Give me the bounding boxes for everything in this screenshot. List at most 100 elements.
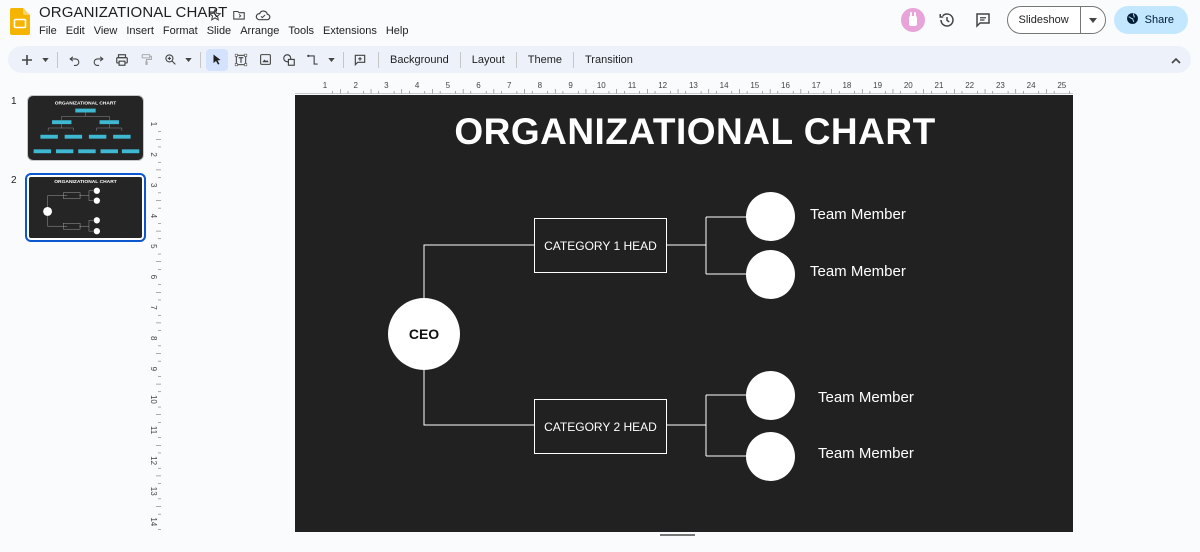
ruler-tick-label: 18	[842, 81, 851, 90]
ruler-tick-label: 11	[149, 426, 158, 435]
transition-button[interactable]: Transition	[585, 53, 633, 66]
menu-file[interactable]: File	[39, 25, 57, 37]
menu-slide[interactable]: Slide	[206, 25, 232, 37]
ruler-tick-label: 2	[353, 81, 358, 90]
zoom-dropdown-icon[interactable]	[183, 49, 193, 71]
toolbar: Background Layout Theme Transition	[8, 46, 1191, 73]
slide-thumbnail-2[interactable]: ORGANIZATIONAL CHART	[25, 173, 146, 242]
menu-insert[interactable]: Insert	[126, 25, 154, 37]
select-cursor-icon[interactable]	[206, 48, 228, 71]
team-member-2-label[interactable]: Team Member	[810, 263, 906, 280]
slideshow-label[interactable]: Slideshow	[1008, 7, 1081, 33]
zoom-icon[interactable]	[159, 49, 181, 71]
add-comment-icon[interactable]	[349, 49, 371, 71]
toolbar-divider	[200, 51, 201, 68]
slides-logo-icon[interactable]	[10, 8, 30, 35]
slide-canvas[interactable]: ORGANIZATIONAL CHART CEO CATEGORY 1 HEAD…	[295, 95, 1073, 532]
menu-view[interactable]: View	[93, 25, 118, 37]
toolbar-divider	[343, 51, 344, 68]
category-2-node[interactable]: CATEGORY 2 HEAD	[534, 399, 667, 454]
ruler-tick-label: 8	[149, 336, 158, 341]
category-1-label: CATEGORY 1 HEAD	[544, 238, 657, 253]
connector-cat2-members	[667, 394, 747, 457]
menu-edit[interactable]: Edit	[65, 25, 85, 37]
connector-cat1-members	[667, 216, 747, 275]
team-member-3-label[interactable]: Team Member	[818, 389, 914, 406]
line-dropdown-icon[interactable]	[326, 49, 336, 71]
toolbar-divider	[378, 51, 379, 68]
team-member-4-circle[interactable]	[746, 432, 795, 481]
move-folder-icon[interactable]	[230, 6, 248, 24]
ruler-tick-label: 4	[149, 214, 158, 219]
team-member-3-circle[interactable]	[746, 371, 795, 420]
toolbar-divider	[515, 51, 517, 68]
menu-arrange[interactable]: Arrange	[240, 25, 280, 37]
menu-bar: File Edit View Insert Format Slide Arran…	[39, 24, 417, 39]
paint-format-icon[interactable]	[135, 49, 157, 71]
ruler-tick-label: 16	[781, 81, 790, 90]
ruler-tick-label: 14	[149, 517, 158, 526]
ruler-tick-label: 7	[507, 81, 512, 90]
menu-tools[interactable]: Tools	[288, 25, 315, 37]
menu-help[interactable]: Help	[385, 25, 409, 37]
ruler-tick-label: 14	[720, 81, 729, 90]
cloud-saved-icon[interactable]	[254, 6, 272, 24]
menu-extensions[interactable]: Extensions	[323, 25, 377, 37]
ruler-tick-label: 1	[149, 122, 158, 127]
avatar[interactable]	[900, 8, 925, 32]
new-slide-plus-icon[interactable]	[16, 49, 38, 71]
connector-ceo-cat1	[423, 244, 534, 298]
comments-icon[interactable]	[971, 8, 995, 32]
ruler-tick-label: 24	[1027, 81, 1036, 90]
layout-button[interactable]: Layout	[471, 53, 505, 66]
version-history-icon[interactable]	[935, 8, 959, 32]
share-button[interactable]: Share	[1113, 6, 1188, 34]
ruler-tick-label: 6	[149, 275, 158, 280]
ruler-tick-label: 3	[149, 183, 158, 188]
ruler-tick-label: 25	[1057, 81, 1066, 90]
chevron-up-icon[interactable]	[1171, 51, 1181, 69]
ruler-tick-label: 23	[996, 81, 1005, 90]
toolbar-divider	[57, 51, 58, 68]
slide-thumbnail-1[interactable]: ORGANIZATIONAL CHART	[27, 95, 144, 161]
toolbar-divider	[573, 51, 574, 68]
ruler-tick-label: 12	[149, 456, 158, 465]
text-box-icon[interactable]	[230, 49, 252, 71]
ruler-tick-label: 9	[149, 367, 158, 372]
ruler-tick-label: 7	[149, 305, 158, 310]
ceo-label: CEO	[408, 326, 440, 342]
team-member-1-circle[interactable]	[746, 192, 795, 241]
print-icon[interactable]	[111, 49, 133, 71]
redo-icon[interactable]	[87, 49, 109, 71]
star-icon[interactable]	[206, 6, 224, 24]
ceo-node[interactable]: CEO	[388, 298, 460, 370]
app-header: ORGANIZATIONAL CHART File Edit View Inse…	[0, 0, 1200, 44]
ruler-tick-label: 5	[446, 81, 451, 90]
speaker-notes-handle[interactable]	[660, 534, 695, 536]
slide-title[interactable]: ORGANIZATIONAL CHART	[454, 111, 936, 152]
menu-format[interactable]: Format	[162, 25, 198, 37]
shapes-icon[interactable]	[278, 49, 300, 71]
undo-icon[interactable]	[63, 49, 85, 71]
new-slide-dropdown-icon[interactable]	[40, 49, 50, 71]
ruler-tick-label: 3	[384, 81, 389, 90]
document-title[interactable]: ORGANIZATIONAL CHART	[39, 4, 228, 21]
slide-number: 2	[11, 175, 17, 186]
team-member-1-label[interactable]: Team Member	[810, 206, 906, 223]
line-icon[interactable]	[302, 49, 324, 71]
image-icon[interactable]	[254, 49, 276, 71]
toolbar-divider	[459, 51, 461, 68]
thumb-title: ORGANIZATIONAL CHART	[55, 101, 117, 107]
chevron-down-icon[interactable]	[1081, 7, 1105, 33]
team-member-2-circle[interactable]	[746, 250, 795, 299]
slideshow-button[interactable]: Slideshow	[1006, 6, 1106, 34]
theme-button[interactable]: Theme	[527, 53, 562, 66]
category-1-node[interactable]: CATEGORY 1 HEAD	[534, 218, 667, 273]
team-member-4-label[interactable]: Team Member	[818, 445, 914, 462]
ruler-tick-label: 12	[658, 81, 667, 90]
background-button[interactable]: Background	[390, 53, 449, 66]
ruler-tick-label: 17	[812, 81, 821, 90]
ruler-tick-label: 4	[415, 81, 420, 90]
